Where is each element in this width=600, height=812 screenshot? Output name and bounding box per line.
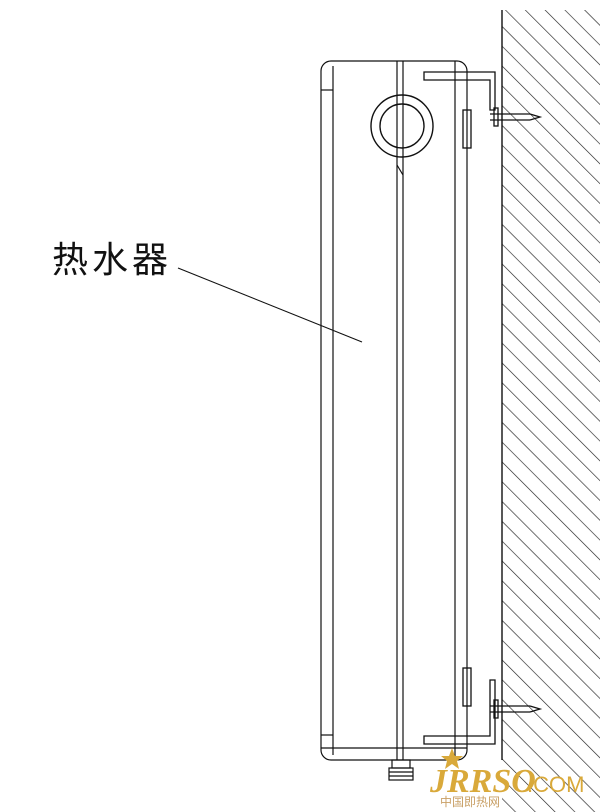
heater-label-group: 热水器 xyxy=(52,240,363,343)
pipe-opening xyxy=(370,94,434,158)
star-icon xyxy=(441,748,463,769)
label-leader-line xyxy=(177,267,363,343)
water-heater-body xyxy=(320,60,468,761)
watermark-domain-suffix: .COM xyxy=(527,772,584,797)
bottom-wall-bracket xyxy=(423,667,543,745)
heater-label: 热水器 xyxy=(52,240,172,281)
bottom-water-connector xyxy=(388,759,414,781)
watermark-logo: JRRSO .COM 中国即热网 xyxy=(429,748,584,809)
heater-outer-shell xyxy=(320,60,468,761)
watermark-brand: JRRSO xyxy=(429,763,536,800)
watermark-subtitle: 中国即热网 xyxy=(440,794,500,809)
wall xyxy=(501,10,600,812)
wall-hatching xyxy=(502,10,600,812)
top-wall-bracket xyxy=(423,71,543,149)
